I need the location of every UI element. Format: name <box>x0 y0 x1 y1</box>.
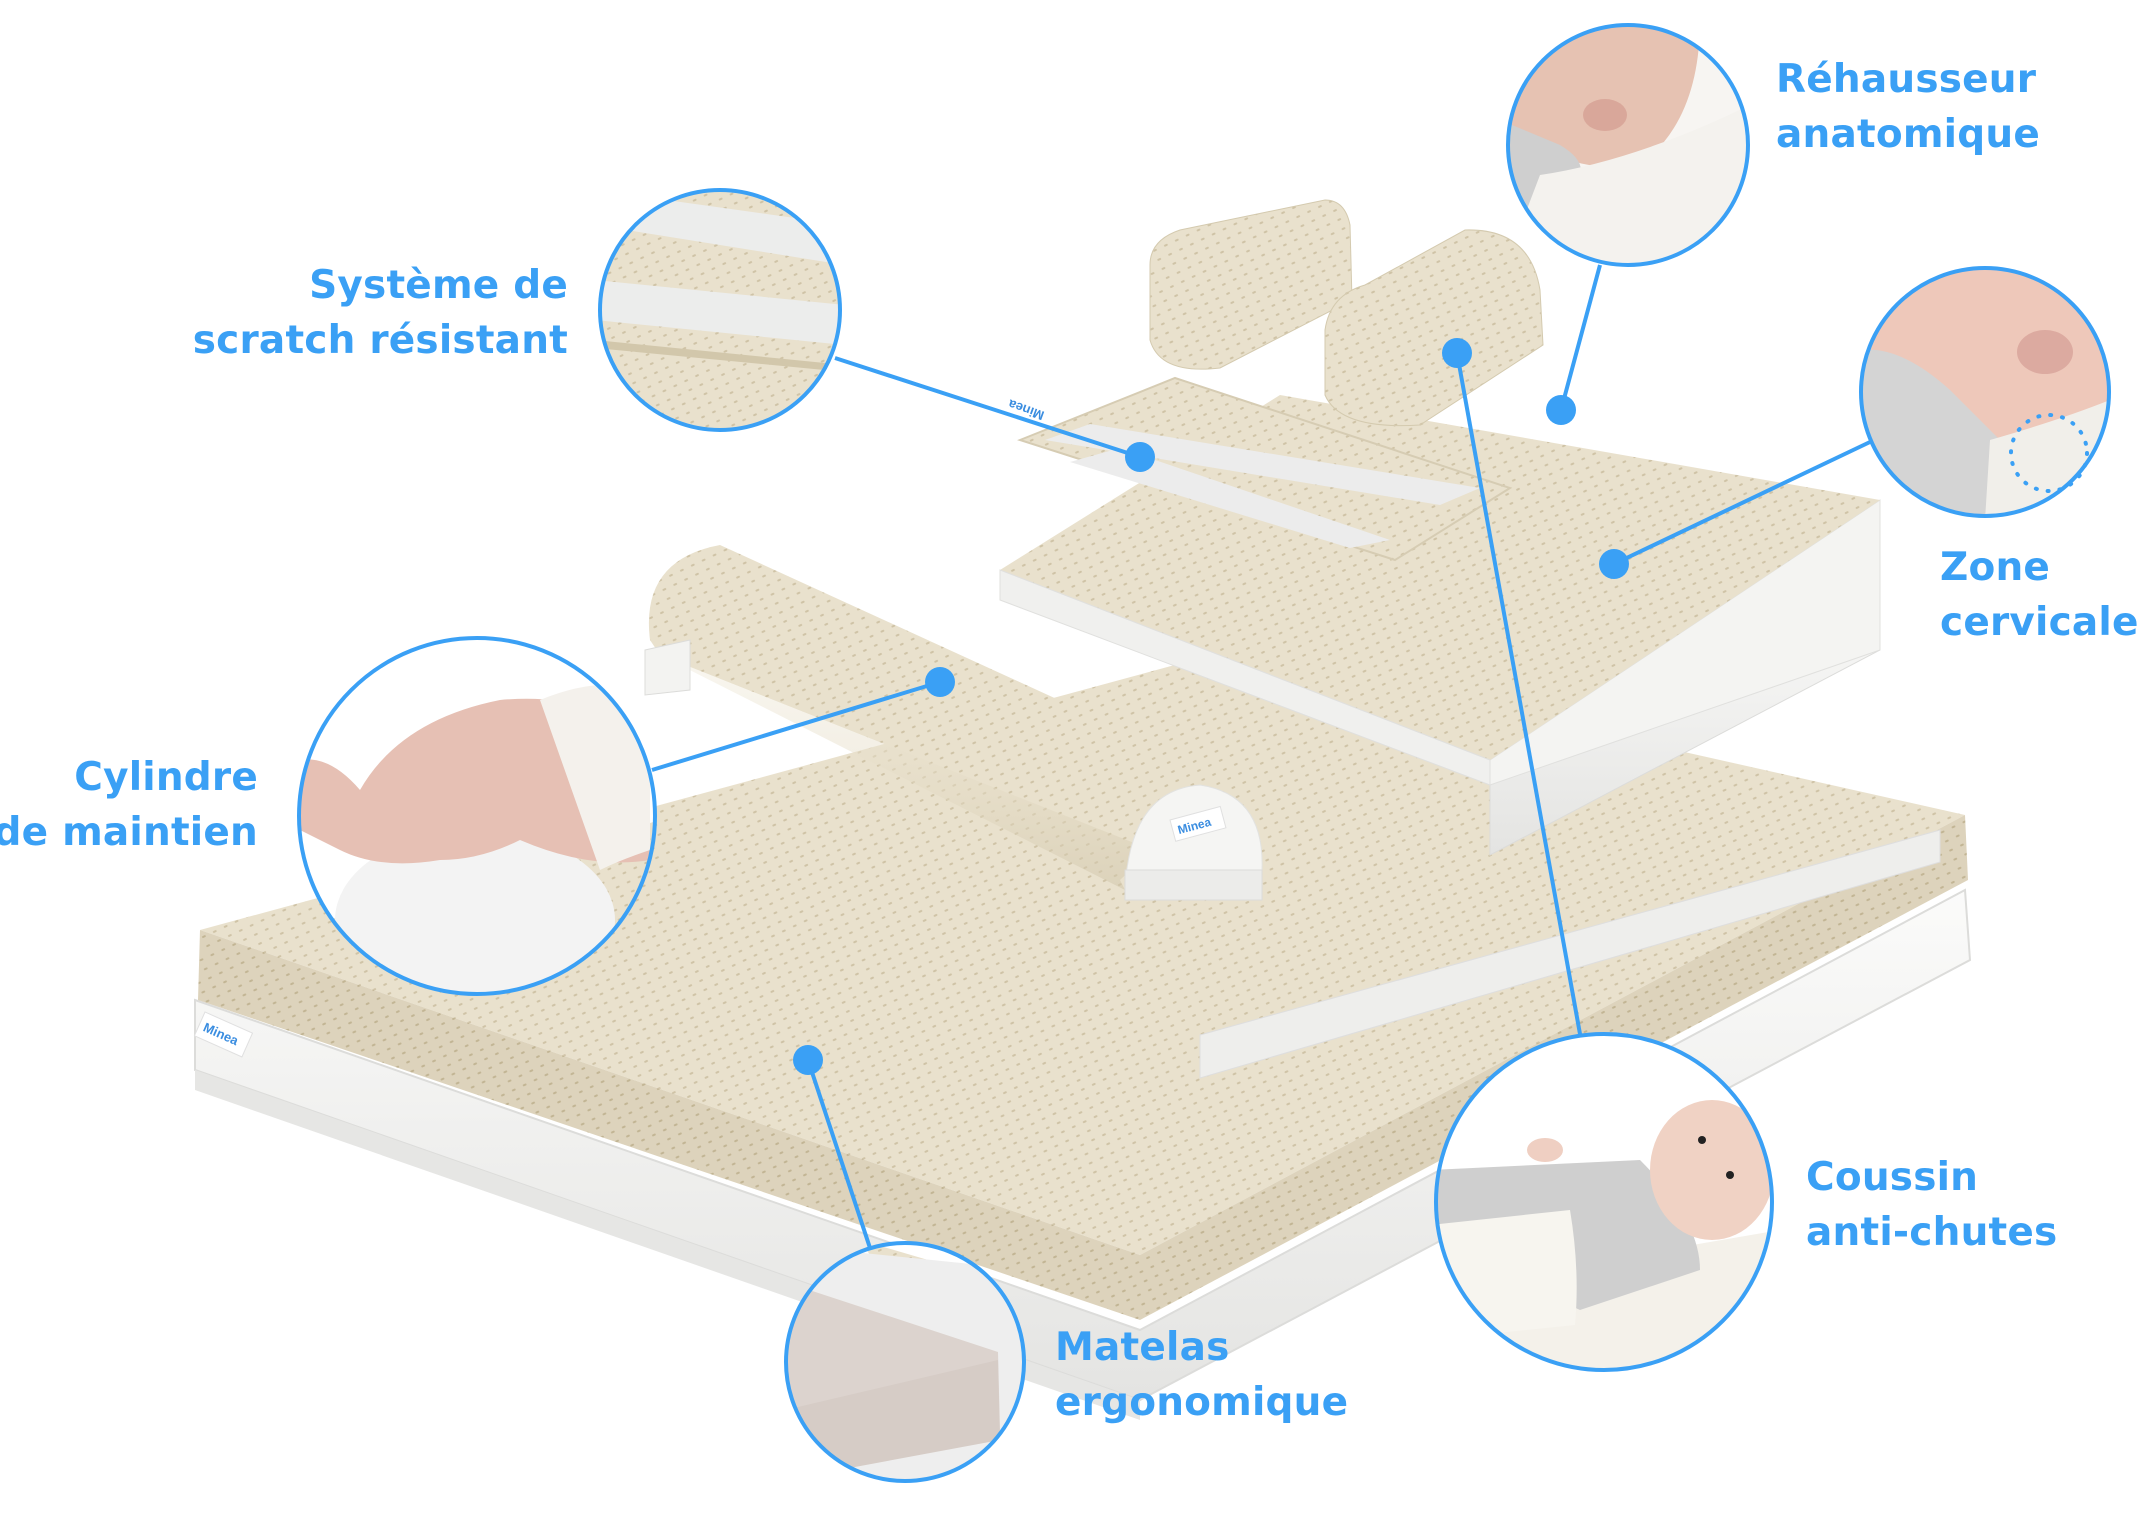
label-line: Coussin <box>1806 1155 1979 1200</box>
hotspot-scratch[interactable] <box>1125 442 1155 472</box>
label-line: anatomique <box>1776 112 2040 157</box>
label-line: Matelas <box>1055 1325 1230 1370</box>
label-line: ergonomique <box>1055 1380 1349 1425</box>
label-rehausseur: Réhausseur anatomique <box>1776 52 2040 162</box>
support-cylinder: Minea <box>644 545 1263 901</box>
hotspot-rehausseur[interactable] <box>1546 395 1576 425</box>
label-line: scratch résistant <box>192 318 568 363</box>
label-line: Zone <box>1940 545 2051 590</box>
label-scratch: Système de scratch résistant <box>193 258 568 368</box>
hotspot-cervicale[interactable] <box>1599 549 1629 579</box>
label-line: Réhausseur <box>1776 57 2037 102</box>
label-line: Système de <box>309 263 568 308</box>
label-cylindre: Cylindre de maintien <box>0 750 258 860</box>
hotspot-matelas[interactable] <box>793 1045 823 1075</box>
detail-circle-cervicale <box>1859 266 2111 518</box>
detail-circle-rehausseur <box>1506 23 1750 267</box>
label-matelas: Matelas ergonomique <box>1055 1320 1348 1430</box>
label-cervicale: Zone cervicale <box>1940 540 2138 650</box>
detail-circle-cylindre <box>297 636 657 996</box>
label-line: anti-chutes <box>1806 1210 2058 1255</box>
leader-lines <box>651 264 1871 1249</box>
anti-fall-cushions <box>1149 199 1544 427</box>
detail-circle-scratch <box>598 188 842 432</box>
label-coussin: Coussin anti-chutes <box>1806 1150 2057 1260</box>
label-line: de maintien <box>0 810 258 855</box>
detail-circle-coussin <box>1434 1032 1774 1372</box>
detail-circle-matelas <box>784 1241 1026 1483</box>
hotspot-dots <box>793 338 1629 1075</box>
label-line: cervicale <box>1940 600 2138 645</box>
hotspot-coussin[interactable] <box>1442 338 1472 368</box>
hotspot-cylindre[interactable] <box>925 667 955 697</box>
minea-logo-tag: Minea <box>1169 805 1227 842</box>
label-line: Cylindre <box>74 755 258 800</box>
